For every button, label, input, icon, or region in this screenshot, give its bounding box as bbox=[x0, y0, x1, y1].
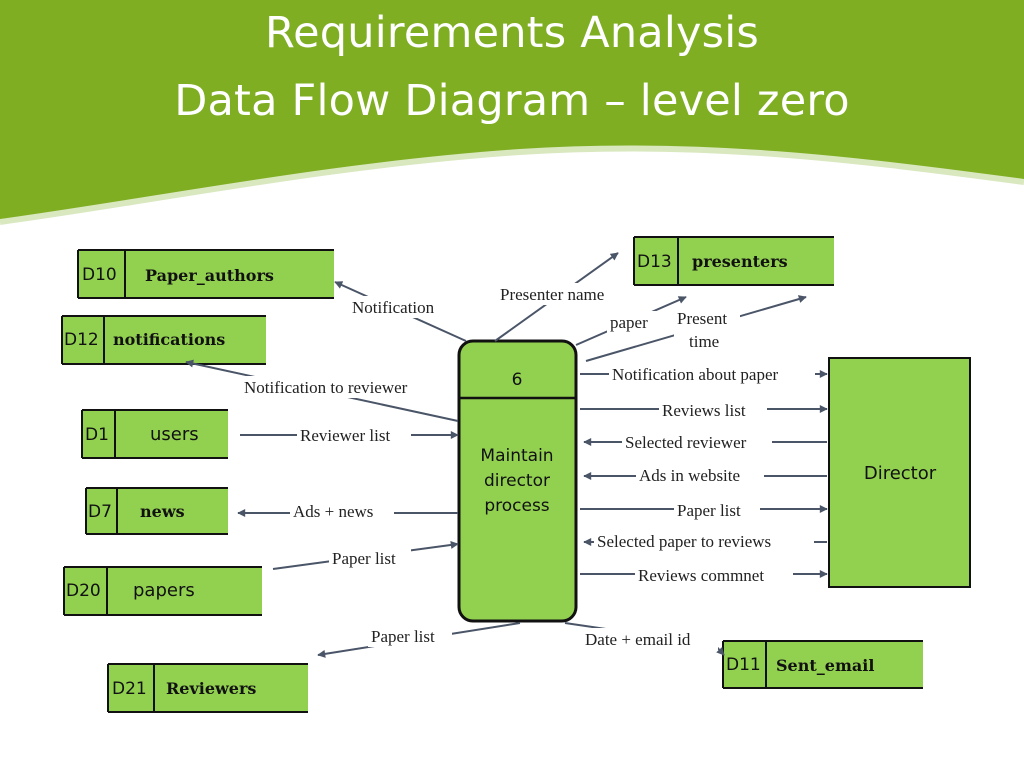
entity-director-label: Director bbox=[864, 463, 937, 484]
store-d20-name: papers bbox=[133, 580, 195, 601]
flow-label-present: Present bbox=[677, 309, 727, 328]
store-d11-name: Sent_email bbox=[776, 656, 874, 675]
store-d7-id: D7 bbox=[88, 502, 112, 522]
flow-label-paper-list-out: Paper list bbox=[371, 627, 435, 646]
store-d1-id: D1 bbox=[85, 425, 109, 445]
flow-label-reviews-list: Reviews list bbox=[662, 401, 746, 420]
store-d21-name: Reviewers bbox=[166, 679, 256, 698]
store-d7-name: news bbox=[140, 502, 185, 521]
header-wave-banner bbox=[0, 0, 1024, 225]
slide-header: Requirements Analysis Data Flow Diagram … bbox=[0, 0, 1024, 230]
store-d10-name: Paper_authors bbox=[145, 266, 274, 285]
process-number: 6 bbox=[512, 370, 523, 390]
store-d1: D1 users bbox=[81, 409, 228, 459]
store-d21-id: D21 bbox=[112, 679, 147, 699]
slide-title: Requirements Analysis bbox=[265, 8, 759, 58]
process-6: 6 Maintain director process bbox=[457, 339, 578, 623]
store-d1-name: users bbox=[150, 424, 199, 445]
flow-label-time: time bbox=[689, 332, 719, 351]
store-d13-id: D13 bbox=[637, 252, 672, 272]
store-d10-id: D10 bbox=[82, 265, 117, 285]
store-d13: D13 presenters bbox=[633, 236, 834, 286]
slide-subtitle: Data Flow Diagram – level zero bbox=[174, 76, 850, 126]
flow-label-ads-news: Ads + news bbox=[293, 502, 373, 521]
process-name-line2: director bbox=[484, 471, 550, 491]
flow-label-reviewer-list: Reviewer list bbox=[300, 426, 390, 445]
flow-label-selected-reviewer: Selected reviewer bbox=[625, 433, 747, 452]
entity-director: Director bbox=[828, 357, 971, 588]
flow-label-paper-list-in: Paper list bbox=[332, 549, 396, 568]
store-d21: D21 Reviewers bbox=[107, 663, 308, 713]
store-d20-id: D20 bbox=[66, 581, 101, 601]
store-d10: D10 Paper_authors bbox=[77, 249, 334, 299]
flow-label-notification: Notification bbox=[352, 298, 435, 317]
store-d12-id: D12 bbox=[64, 330, 99, 350]
store-d12: D12 notifications bbox=[61, 315, 266, 365]
flow-label-notification-to-reviewer: Notification to reviewer bbox=[244, 378, 408, 397]
process-name-line3: process bbox=[484, 496, 549, 516]
store-d7: D7 news bbox=[85, 487, 228, 535]
flow-label-presenter-name: Presenter name bbox=[500, 285, 604, 304]
flow-label-date-email: Date + email id bbox=[585, 630, 691, 649]
store-d13-name: presenters bbox=[692, 252, 788, 271]
flow-label-selected-paper-to-reviews: Selected paper to reviews bbox=[597, 532, 771, 551]
flow-label-paper: paper bbox=[610, 313, 648, 332]
flow-label-reviews-comment: Reviews commnet bbox=[638, 566, 764, 585]
store-d11-id: D11 bbox=[726, 655, 761, 675]
store-d20: D20 papers bbox=[63, 566, 262, 616]
flow-label-paper-list-dir: Paper list bbox=[677, 501, 741, 520]
flow-label-notification-about-paper: Notification about paper bbox=[612, 365, 779, 384]
store-d12-name: notifications bbox=[113, 330, 225, 349]
process-name-line1: Maintain bbox=[480, 446, 553, 466]
store-d11: D11 Sent_email bbox=[722, 640, 923, 689]
flow-label-ads-in-website: Ads in website bbox=[639, 466, 740, 485]
